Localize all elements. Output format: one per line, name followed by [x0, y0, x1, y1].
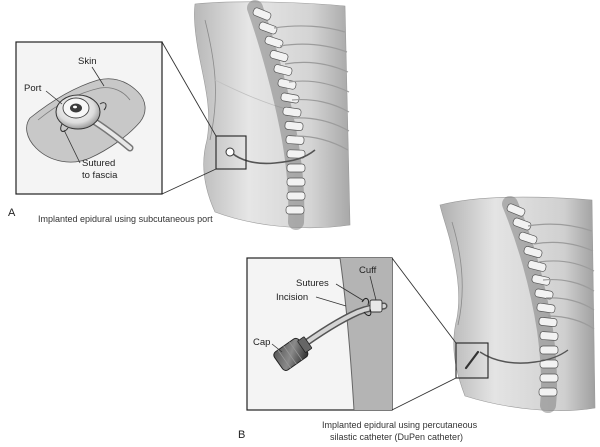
label-skin: Skin — [78, 56, 96, 67]
label-cuff: Cuff — [359, 265, 377, 276]
panel-letter-b: B — [238, 429, 245, 441]
caption-b-line-1: Implanted epidural using percutaneous — [322, 420, 478, 430]
catheter-zoom-box-b — [455, 342, 489, 379]
inset-a — [15, 41, 163, 195]
label-cap: Cap — [253, 337, 270, 348]
catheter-b — [479, 349, 569, 364]
inset-b — [246, 257, 393, 411]
panel-b: Cuff Sutures Incision Cap B Implanted ep… — [238, 196, 596, 442]
label-sutured-1: Sutured — [82, 158, 115, 169]
catheter-a — [231, 149, 316, 165]
label-sutured-2: to fascia — [82, 170, 118, 181]
label-incision: Incision — [276, 292, 308, 303]
port-zoom-box-a — [215, 135, 247, 170]
caption-a: Implanted epidural using subcutaneous po… — [38, 214, 213, 224]
panel-a: Skin Port Sutured to fascia A Implanted … — [8, 0, 351, 230]
port-small-a — [225, 147, 235, 157]
spine-a — [247, 0, 350, 230]
label-port: Port — [24, 83, 42, 94]
panel-letter-a: A — [8, 207, 16, 219]
label-sutures: Sutures — [296, 278, 329, 289]
spine-b — [502, 196, 595, 413]
caption-b-line-2: silastic catheter (DuPen catheter) — [330, 432, 463, 442]
torso-a — [194, 1, 351, 229]
